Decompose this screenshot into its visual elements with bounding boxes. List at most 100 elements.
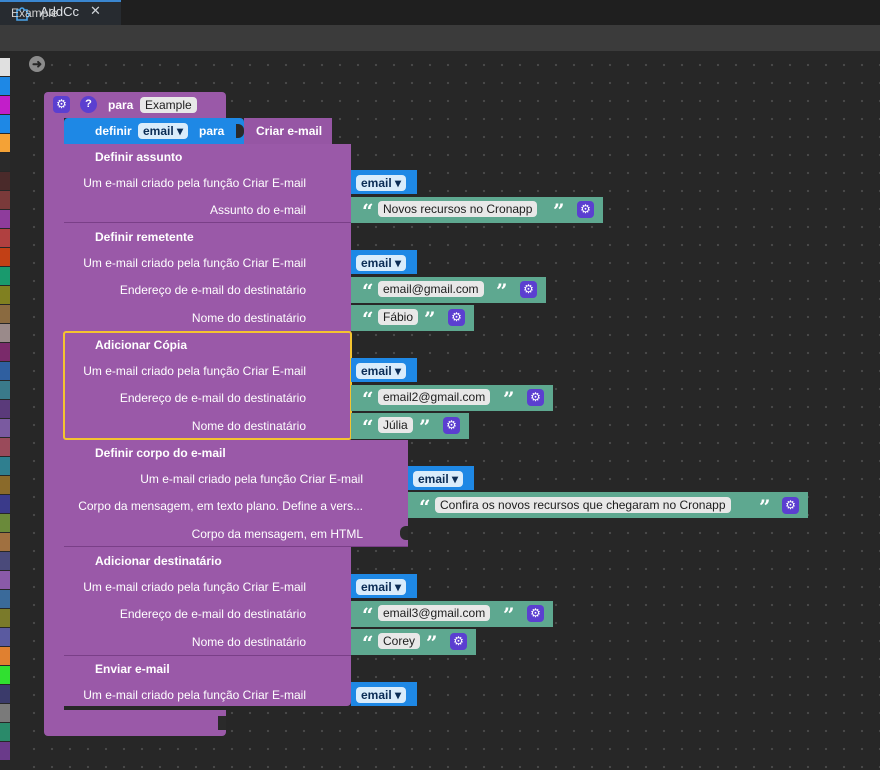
variable-dropdown[interactable]: email ▾: [356, 687, 407, 703]
palette-category-swatch[interactable]: [0, 438, 10, 456]
text-value[interactable]: email3@gmail.com: [378, 605, 491, 621]
row-label: Um e-mail criado pela função Criar E-mai…: [83, 176, 306, 190]
text-value[interactable]: Fábio: [378, 309, 419, 325]
gear-icon[interactable]: ⚙: [527, 605, 544, 622]
palette-category-swatch[interactable]: [0, 628, 10, 646]
palette-category-swatch[interactable]: [0, 305, 10, 323]
palette-category-swatch[interactable]: [0, 229, 10, 247]
quote-close-icon: ”: [426, 631, 438, 655]
quote-open-icon: “: [362, 199, 374, 223]
palette-category-swatch[interactable]: [0, 685, 10, 703]
quote-close-icon: ”: [759, 495, 771, 519]
palette-category-swatch[interactable]: [0, 324, 10, 342]
palette-category-swatch[interactable]: [0, 286, 10, 304]
variable-name: email: [361, 256, 392, 270]
section-definir-corpo[interactable]: [64, 440, 408, 546]
gear-icon[interactable]: ⚙: [520, 281, 537, 298]
section-title: Definir corpo do e-mail: [95, 446, 226, 460]
palette-category-swatch[interactable]: [0, 381, 10, 399]
row-label: Endereço de e-mail do destinatário: [119, 283, 306, 297]
text-value[interactable]: Corey: [378, 633, 421, 649]
text-value[interactable]: Novos recursos no Cronapp: [378, 201, 538, 217]
palette-category-swatch[interactable]: [0, 172, 10, 190]
quote-close-icon: ”: [419, 415, 431, 439]
gear-icon[interactable]: ⚙: [53, 96, 70, 113]
palette-category-swatch[interactable]: [0, 590, 10, 608]
variable-dropdown[interactable]: email ▾: [356, 255, 407, 271]
gear-icon[interactable]: ⚙: [782, 497, 799, 514]
tab-addcc[interactable]: [0, 0, 121, 25]
palette-category-swatch[interactable]: [0, 533, 10, 551]
section-definir-assunto[interactable]: [64, 144, 351, 222]
help-icon[interactable]: ?: [80, 96, 97, 113]
palette-category-swatch[interactable]: [0, 248, 10, 266]
block-notch: [218, 716, 226, 730]
palette-category-swatch[interactable]: [0, 666, 10, 684]
criar-email-block[interactable]: [244, 118, 332, 144]
palette-category-swatch[interactable]: [0, 609, 10, 627]
section-adicionar-destinatario[interactable]: [64, 547, 351, 655]
procedure-block-header[interactable]: [44, 92, 226, 118]
gear-icon[interactable]: ⚙: [443, 417, 460, 434]
section-title: Definir remetente: [95, 230, 194, 244]
procedure-name-field[interactable]: Example: [140, 97, 197, 113]
variable-dropdown[interactable]: email ▾: [413, 471, 464, 487]
definir-variable-dropdown[interactable]: email ▾: [138, 123, 189, 139]
section-enviar-email[interactable]: [64, 656, 351, 706]
palette-category-swatch[interactable]: [0, 514, 10, 532]
palette-category-swatch[interactable]: [0, 571, 10, 589]
gear-icon[interactable]: ⚙: [450, 633, 467, 650]
palette-category-swatch[interactable]: [0, 153, 10, 171]
palette-category-swatch[interactable]: [0, 134, 10, 152]
section-title: Adicionar destinatário: [95, 554, 222, 568]
chevron-down-icon: ▾: [177, 124, 184, 138]
palette-category-swatch[interactable]: [0, 647, 10, 665]
arrow-right-circle-icon[interactable]: ➜: [29, 56, 45, 72]
palette-category-swatch[interactable]: [0, 77, 10, 95]
definir-para-label: para: [199, 124, 225, 138]
close-icon[interactable]: ✕: [90, 3, 101, 18]
palette-category-swatch[interactable]: [0, 704, 10, 722]
palette-category-swatch[interactable]: [0, 267, 10, 285]
chevron-down-icon: ▾: [395, 176, 402, 190]
breadcrumb: [0, 25, 880, 51]
palette-category-swatch[interactable]: [0, 552, 10, 570]
palette-category-swatch[interactable]: [0, 210, 10, 228]
row-label: Endereço de e-mail do destinatário: [119, 607, 306, 621]
variable-dropdown[interactable]: email ▾: [356, 175, 407, 191]
quote-open-icon: “: [362, 603, 374, 627]
row-label: Assunto do e-mail: [209, 203, 306, 217]
palette-category-swatch[interactable]: [0, 723, 10, 741]
gear-icon[interactable]: ⚙: [527, 389, 544, 406]
palette-category-swatch[interactable]: [0, 476, 10, 494]
palette-category-swatch[interactable]: [0, 58, 10, 76]
text-value[interactable]: Júlia: [378, 417, 413, 433]
quote-open-icon: “: [362, 279, 374, 303]
text-value[interactable]: Confira os novos recursos que chegaram n…: [435, 497, 731, 513]
section-definir-remetente[interactable]: [64, 223, 351, 331]
row-label: Endereço de e-mail do destinatário: [119, 391, 306, 405]
gear-icon[interactable]: ⚙: [577, 201, 594, 218]
palette-category-swatch[interactable]: [0, 495, 10, 513]
palette-category-swatch[interactable]: [0, 191, 10, 209]
palette-category-swatch[interactable]: [0, 457, 10, 475]
palette-category-swatch[interactable]: [0, 742, 10, 760]
row-label: Corpo da mensagem, em HTML: [191, 527, 363, 541]
row-label: Um e-mail criado pela função Criar E-mai…: [83, 364, 306, 378]
variable-dropdown[interactable]: email ▾: [356, 363, 407, 379]
block-category-palette: [0, 58, 10, 770]
row-label: Nome do destinatário: [191, 419, 306, 433]
palette-category-swatch[interactable]: [0, 343, 10, 361]
variable-dropdown[interactable]: email ▾: [356, 579, 407, 595]
palette-category-swatch[interactable]: [0, 96, 10, 114]
text-value[interactable]: email2@gmail.com: [378, 389, 491, 405]
empty-input-socket[interactable]: [400, 526, 408, 540]
palette-category-swatch[interactable]: [0, 115, 10, 133]
gear-icon[interactable]: ⚙: [448, 309, 465, 326]
divider: [64, 222, 351, 223]
palette-category-swatch[interactable]: [0, 419, 10, 437]
text-value[interactable]: email@gmail.com: [378, 281, 484, 297]
palette-category-swatch[interactable]: [0, 362, 10, 380]
section-adicionar-copia[interactable]: [64, 331, 351, 439]
palette-category-swatch[interactable]: [0, 400, 10, 418]
